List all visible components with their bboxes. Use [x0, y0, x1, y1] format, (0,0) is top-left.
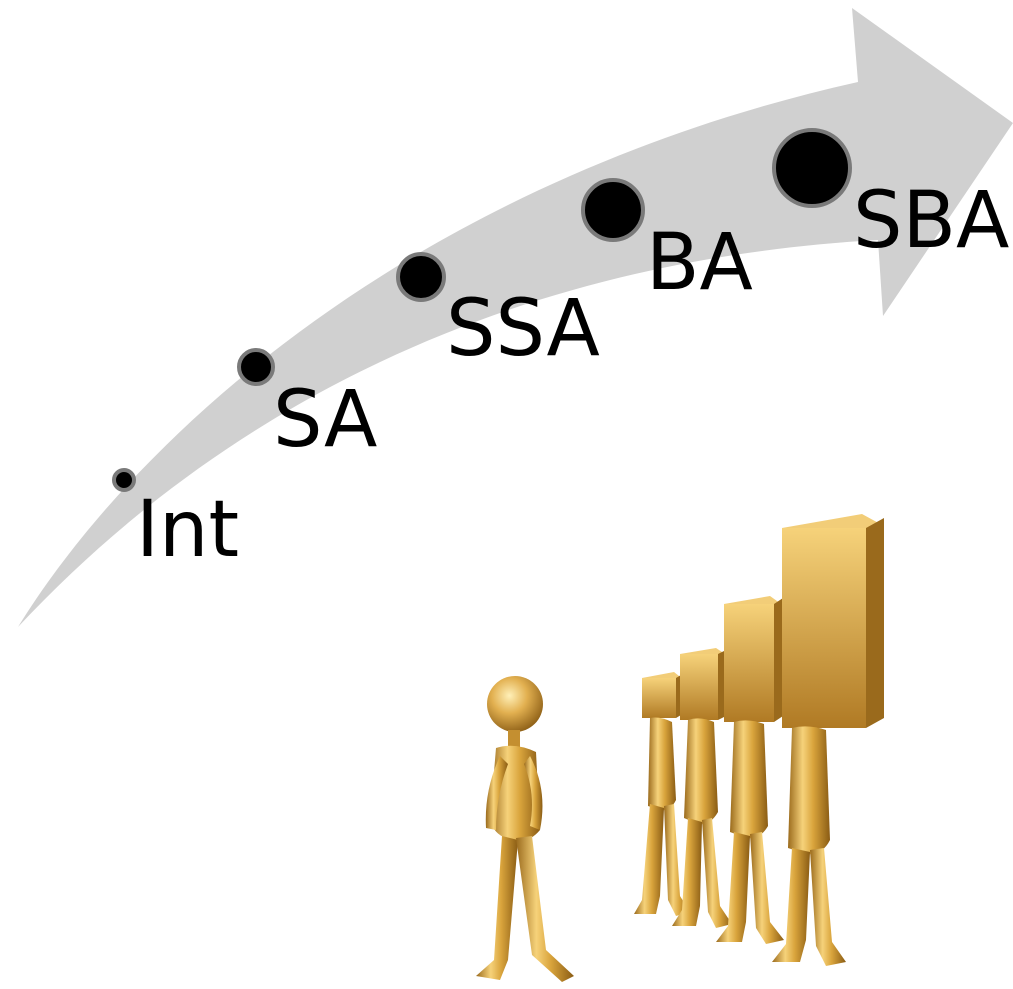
bar-head-figure-3-icon: [716, 596, 786, 944]
bar-head-figure-2-icon: [672, 648, 732, 928]
stage-labels: Int SA SSA BA SBA: [136, 176, 1009, 575]
stage-markers: [112, 128, 852, 492]
stage-label-sba: SBA: [853, 176, 1009, 266]
stage-label-int: Int: [136, 485, 239, 575]
bar-head-figure-4-icon: [772, 514, 884, 966]
stage-label-ba: BA: [646, 218, 753, 308]
stage-marker-ssa: [396, 252, 446, 302]
stage-label-sa: SA: [273, 375, 377, 465]
lone-figure-icon: [476, 676, 574, 982]
stage-marker-sba: [772, 128, 852, 208]
gold-figures-illustration: [476, 514, 884, 982]
stage-label-ssa: SSA: [446, 284, 600, 374]
stage-marker-sa: [237, 348, 275, 386]
stage-marker-ba: [581, 178, 645, 242]
stage-marker-int: [112, 468, 136, 492]
progress-arrow: [18, 8, 1013, 627]
bar-head-figure-1-icon: [634, 672, 690, 916]
